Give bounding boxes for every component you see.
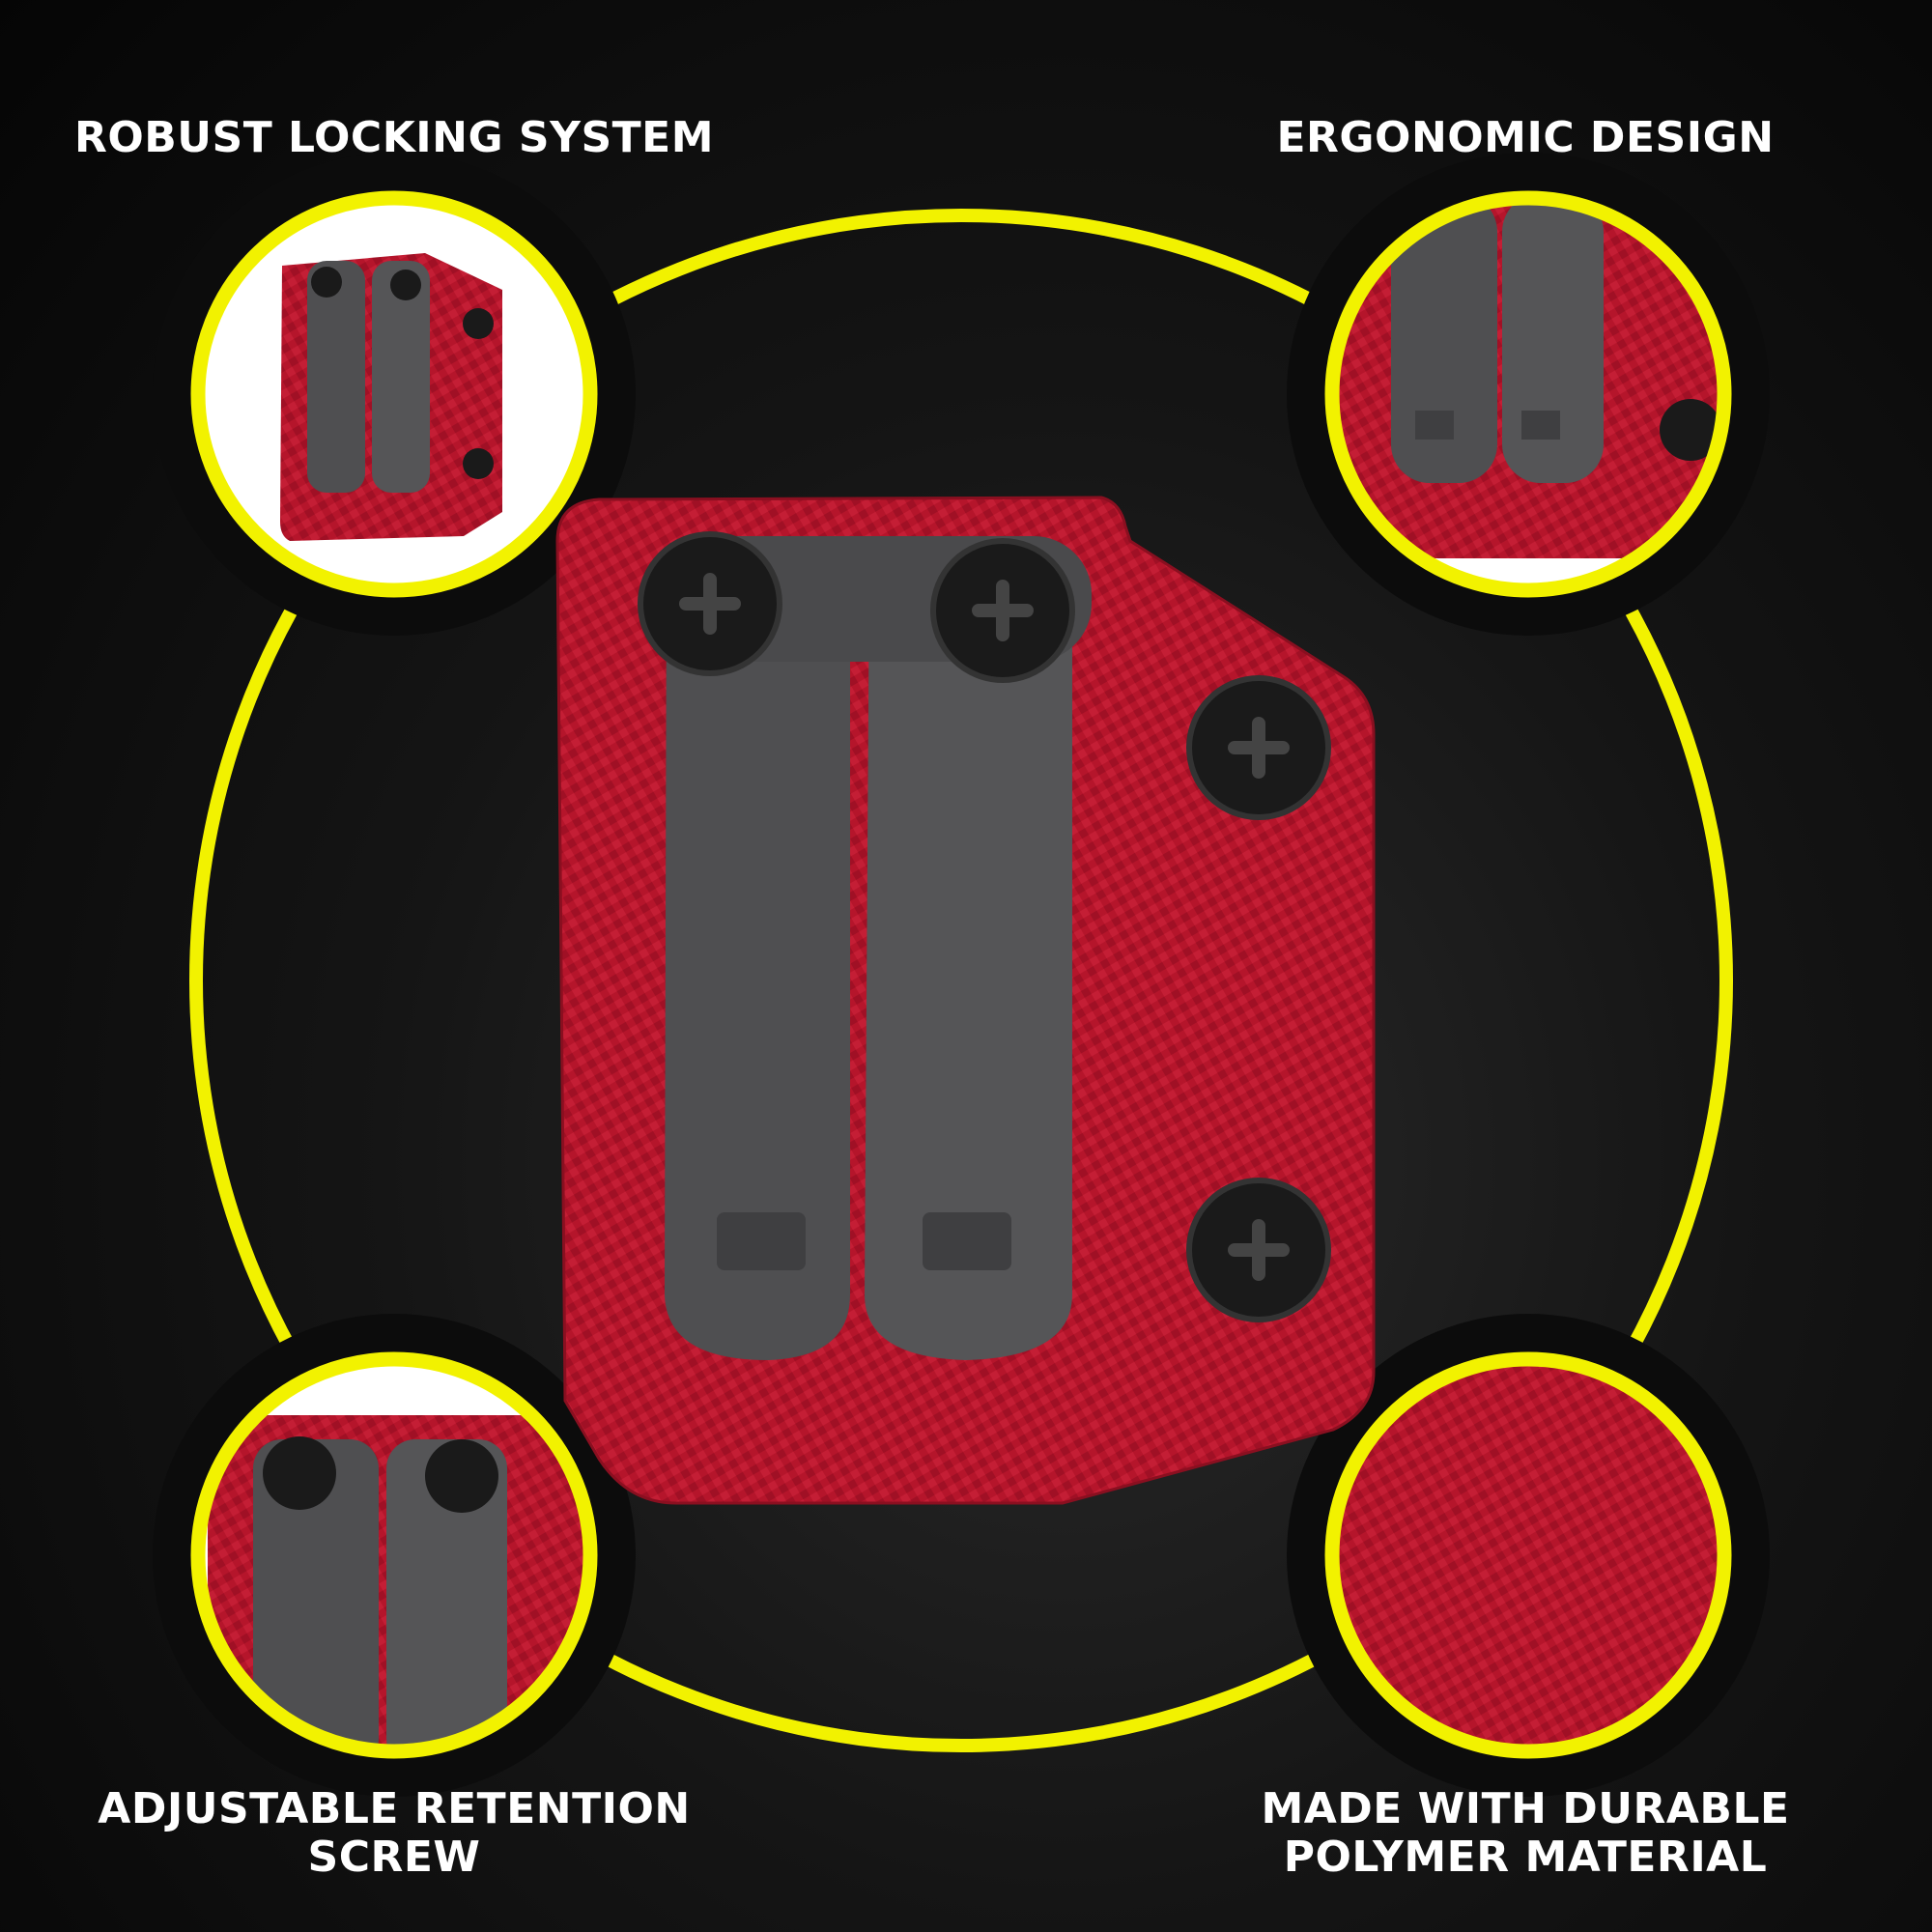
- feature-title-material: MADE WITH DURABLE POLYMER MATERIAL: [1139, 1785, 1912, 1882]
- feature-title-retention: ADJUSTABLE RETENTION SCREW: [8, 1785, 781, 1882]
- feature-title-material-line2: POLYMER MATERIAL: [1283, 1833, 1768, 1882]
- feature-title-retention-line2: SCREW: [307, 1833, 481, 1882]
- belt-clip-left: [665, 560, 850, 1360]
- belt-clip-right: [865, 560, 1072, 1360]
- feature-title-ergonomic: ERGONOMIC DESIGN: [1276, 113, 1775, 162]
- outer-ring: [189, 209, 1733, 1752]
- feature-title-material-line1: MADE WITH DURABLE: [1261, 1784, 1790, 1833]
- holster-main: [555, 496, 1376, 1505]
- feature-title-locking: ROBUST LOCKING SYSTEM: [73, 113, 715, 162]
- feature-title-retention-line1: ADJUSTABLE RETENTION: [98, 1784, 691, 1833]
